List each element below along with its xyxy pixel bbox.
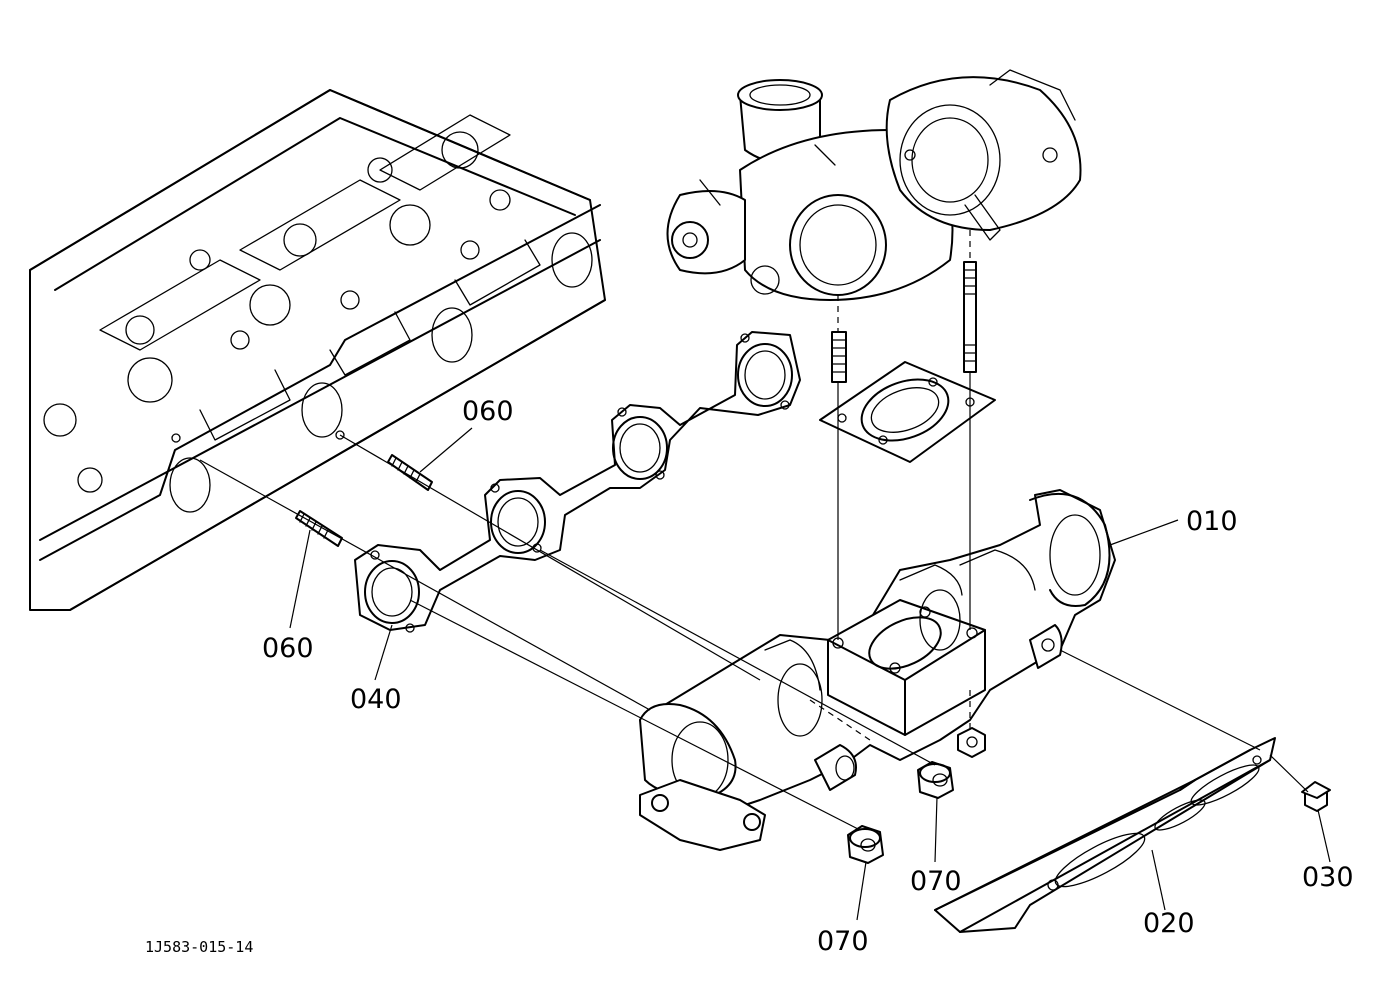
nut-070-right [917,761,954,799]
assembly-lines [199,230,1309,831]
callout-020: 020 [1143,908,1195,939]
callout-030: 030 [1302,862,1354,893]
callout-040: 040 [350,684,402,715]
callout-060-lower: 060 [262,633,314,664]
drawing-code: 1J583-015-14 [145,938,254,956]
callout-060-upper: 060 [462,396,514,427]
stud-060-upper [387,454,433,491]
callout-070-left: 070 [817,926,869,957]
heat-shield-020 [934,737,1276,933]
turbo-studs [831,261,977,383]
turbocharger [666,69,1082,301]
manifold-gasket-040 [354,331,801,633]
callout-070-right: 070 [910,866,962,897]
nut-070-left [847,825,884,864]
callout-leaders [289,427,1331,921]
stud-060-lower [295,510,343,547]
callout-010: 010 [1186,506,1238,537]
bolt-030 [1301,781,1331,812]
cylinder-head [29,89,606,611]
exhaust-manifold-010 [639,489,1116,851]
